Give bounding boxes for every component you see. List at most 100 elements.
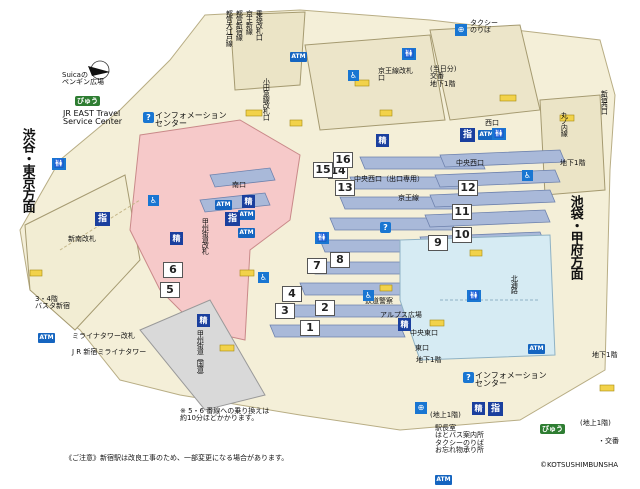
- note-footer: 《ご注意》新宿駅は改良工事のため、一部変更になる場合があります。: [65, 454, 289, 462]
- label-chikaka: 地下1階: [592, 351, 618, 359]
- platform-8: 8: [330, 252, 350, 268]
- label-station-master: 駅長室 はとバス案内所 タクシーのりば お忘れ物承り所: [435, 424, 484, 455]
- label-transfer-gate: 乗換改札口: [255, 10, 264, 40]
- label-keio-gate: 京王線改札口: [378, 67, 413, 83]
- toilet-icon: 🚻: [402, 48, 416, 60]
- wheelchair-icon: ♿: [363, 290, 374, 301]
- label-minami-guchi: 南口: [232, 181, 246, 189]
- label-koshu-kaido-gate: 甲州街道改札: [201, 218, 210, 254]
- label-info-center: インフォメーション センター: [155, 111, 227, 129]
- label-miraina-gate: ミライナタワー改札: [72, 332, 135, 340]
- ticket-office-icon: 指: [225, 212, 240, 226]
- platform-6: 6: [163, 262, 183, 278]
- info-icon: ?: [143, 112, 154, 123]
- label-marunouchi: 丸ノ内線: [560, 112, 569, 136]
- direction-ikebukuro-kofu: 池袋・甲府方面: [567, 195, 583, 279]
- atm-icon: ATM: [435, 475, 452, 485]
- platform-7: 7: [307, 258, 327, 274]
- label-chuo-nishiguchi: 中央西口: [456, 159, 484, 167]
- label-nishi-guchi: 西口: [485, 119, 499, 127]
- wheelchair-icon: ♿: [348, 70, 359, 81]
- label-toei-b1: (当日分) 交番 地下1階: [430, 65, 457, 88]
- escalators: [29, 79, 615, 392]
- toilet-icon: 🚻: [315, 232, 329, 244]
- fare-adjust-icon: 精: [197, 314, 210, 327]
- koshu-kaido-road: [139, 299, 266, 411]
- fare-adjust-icon: 精: [398, 318, 411, 331]
- fare-adjust-icon: 精: [170, 232, 183, 245]
- label-toei-oedo: 都営大江戸線: [225, 10, 234, 46]
- toilet-icon: 🚻: [492, 128, 506, 140]
- label-jr-travel: JR EAST Travel Service Center: [63, 109, 123, 127]
- label-taxi: タクシー のりば: [470, 19, 498, 35]
- platform-16: 16: [333, 152, 353, 168]
- label-kita-tsuro: 北通路: [510, 275, 519, 293]
- atm-icon: ATM: [215, 200, 232, 210]
- label-above-1f: (地上1階): [430, 411, 461, 419]
- fare-adjust-icon: 精: [376, 134, 389, 147]
- label-above-1f-2: (地上1階): [580, 419, 611, 427]
- right-corridor: [539, 94, 606, 196]
- label-police: 鉄道警察: [365, 297, 393, 305]
- label-bus-shinjuku: 3・4階 バスタ新宿: [35, 295, 70, 311]
- label-odakyu-gate: 小田急線改札口: [262, 78, 271, 120]
- upper-block-left: [229, 11, 306, 91]
- platform-15: 15: [313, 162, 333, 178]
- wheelchair-icon: ♿: [522, 170, 533, 181]
- label-b1-center: 地下1階: [416, 356, 442, 364]
- wheelchair-icon: ♿: [258, 272, 269, 283]
- label-suica-plaza: Suicaの ペンギン広場: [62, 71, 104, 87]
- busta-area: [24, 174, 141, 331]
- fare-adjust-icon: 精: [472, 402, 485, 415]
- ticket-office-icon: 指: [460, 128, 475, 142]
- copyright: ©KOTSUSHIMBUNSHA: [540, 461, 619, 469]
- label-toei-shinjuku: 都営新宿線: [235, 10, 244, 40]
- platform-13: 13: [335, 180, 355, 196]
- wheelchair-icon: ♿: [148, 195, 159, 206]
- info-icon: ?: [380, 222, 391, 233]
- platform-1: 1: [300, 320, 320, 336]
- fare-adjust-icon: 精: [242, 195, 255, 208]
- compass-icon: [88, 60, 110, 80]
- platform-5: 5: [160, 282, 180, 298]
- label-info-center-2: インフォメーション センター: [475, 371, 547, 389]
- taxi-icon: ⊕: [415, 402, 427, 414]
- note-transfer: ※ 5・6 番線への乗り換えは 約10分ほどかかります。: [180, 407, 270, 423]
- label-keio-new: 京王新線: [245, 10, 254, 34]
- platform-12: 12: [458, 180, 478, 196]
- platform-4: 4: [282, 286, 302, 302]
- atm-icon: ATM: [478, 130, 495, 140]
- label-toei-nishiguchi: 新宿西口: [600, 90, 609, 114]
- platform-11: 11: [452, 204, 472, 220]
- label-koban-right: ・交番: [598, 437, 619, 445]
- direction-shibuya-tokyo: 渋谷・東京方面: [19, 128, 35, 212]
- info-icon: ?: [463, 372, 474, 383]
- atm-icon: ATM: [38, 333, 55, 343]
- ticket-office-icon: 指: [95, 212, 110, 226]
- view-right-badge: びゅう: [540, 424, 565, 434]
- atm-icon: ATM: [528, 344, 545, 354]
- taxi-icon: ⊕: [455, 24, 467, 36]
- ticket-office-icon: 指: [488, 402, 503, 416]
- label-chuo-higashiguchi: 中央東口: [410, 329, 438, 337]
- label-higashi-guchi: 東口: [415, 344, 429, 352]
- label-koshu-kaido-road: 甲州街道（国道）: [196, 330, 205, 378]
- atm-icon: ATM: [238, 210, 255, 220]
- label-jr-miraina: J R 新宿ミライナタワー: [72, 348, 147, 356]
- label-chuo-nishiguchi-exit: 中央西口（出口専用）: [354, 175, 424, 183]
- atm-icon: ATM: [290, 52, 307, 62]
- label-keio-line: 京王線: [398, 194, 419, 202]
- atm-icon: ATM: [238, 228, 255, 238]
- platform-2: 2: [315, 300, 335, 316]
- upper-block-center: [304, 34, 446, 131]
- label-b1-right: 地下1階: [560, 159, 586, 167]
- view-plaza-badge: びゅう: [75, 96, 100, 106]
- label-shin-minami: 新南改札: [68, 235, 96, 243]
- platform-10: 10: [452, 227, 472, 243]
- toilet-icon: 🚻: [467, 290, 481, 302]
- platform-9: 9: [428, 235, 448, 251]
- platform-3: 3: [275, 303, 295, 319]
- toilet-icon: 🚻: [52, 158, 66, 170]
